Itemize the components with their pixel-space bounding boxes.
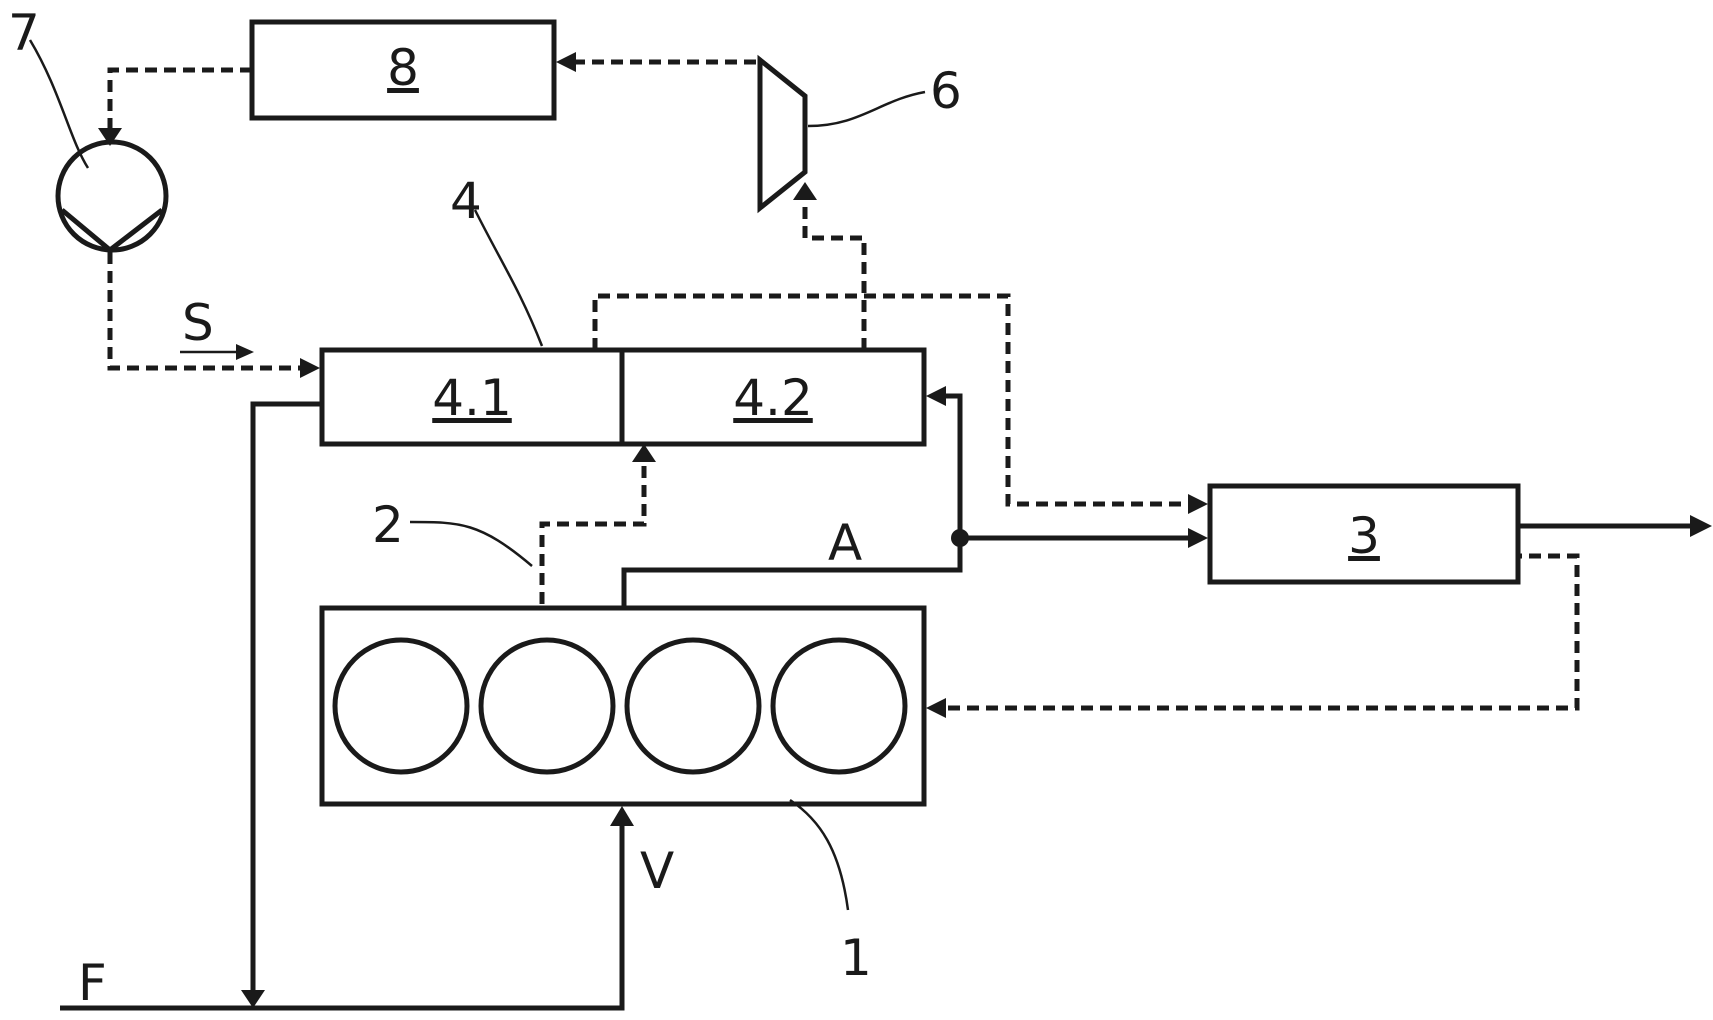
label-8: 8 bbox=[387, 39, 419, 97]
ref-1: 1 bbox=[840, 929, 872, 987]
arrow-into-engine-right bbox=[926, 698, 946, 718]
arrow-into-f bbox=[241, 990, 265, 1008]
junction-to-4-2-line bbox=[940, 396, 960, 538]
arrow-into-6 bbox=[793, 182, 817, 200]
pump-7 bbox=[58, 142, 166, 250]
cylinder-2 bbox=[481, 640, 613, 772]
leader-1 bbox=[790, 800, 848, 910]
letter-v: V bbox=[640, 842, 674, 900]
arrow-into-3-top bbox=[1188, 494, 1208, 514]
arrow-into-4-2-right bbox=[926, 386, 946, 406]
ref-7: 7 bbox=[8, 4, 40, 62]
junction-dot bbox=[951, 529, 969, 547]
s-arrow-head bbox=[236, 344, 254, 360]
label-4-2: 4.2 bbox=[733, 369, 813, 427]
arrow-into-3-bottom bbox=[1188, 528, 1208, 548]
cylinder-4 bbox=[773, 640, 905, 772]
return-line-4-1-to-f bbox=[253, 404, 320, 992]
leader-2 bbox=[410, 522, 532, 566]
arrow-outlet bbox=[1690, 515, 1712, 537]
arrow-into-8 bbox=[556, 52, 576, 72]
arrow-into-engine-bottom bbox=[610, 806, 634, 826]
line-8-to-7 bbox=[110, 70, 252, 140]
ref-4: 4 bbox=[450, 172, 482, 230]
cylinder-3 bbox=[627, 640, 759, 772]
turbine-6 bbox=[760, 60, 805, 208]
line-2-to-4 bbox=[542, 462, 644, 604]
fuel-supply-line bbox=[60, 816, 622, 1008]
label-4-1: 4.1 bbox=[432, 369, 512, 427]
label-3: 3 bbox=[1348, 507, 1380, 565]
ref-6: 6 bbox=[930, 62, 962, 120]
letter-s: S bbox=[182, 294, 214, 352]
cylinder-1 bbox=[335, 640, 467, 772]
letter-a: A bbox=[828, 514, 862, 572]
letter-f: F bbox=[78, 954, 107, 1012]
arrow-into-4-1 bbox=[300, 358, 320, 378]
leader-6 bbox=[808, 92, 925, 126]
line-4-2-to-6 bbox=[805, 196, 864, 350]
exhaust-line-a bbox=[624, 538, 960, 606]
leader-4 bbox=[475, 210, 542, 346]
arrow-into-4-2-bottom bbox=[632, 444, 656, 462]
ref-2: 2 bbox=[372, 496, 404, 554]
